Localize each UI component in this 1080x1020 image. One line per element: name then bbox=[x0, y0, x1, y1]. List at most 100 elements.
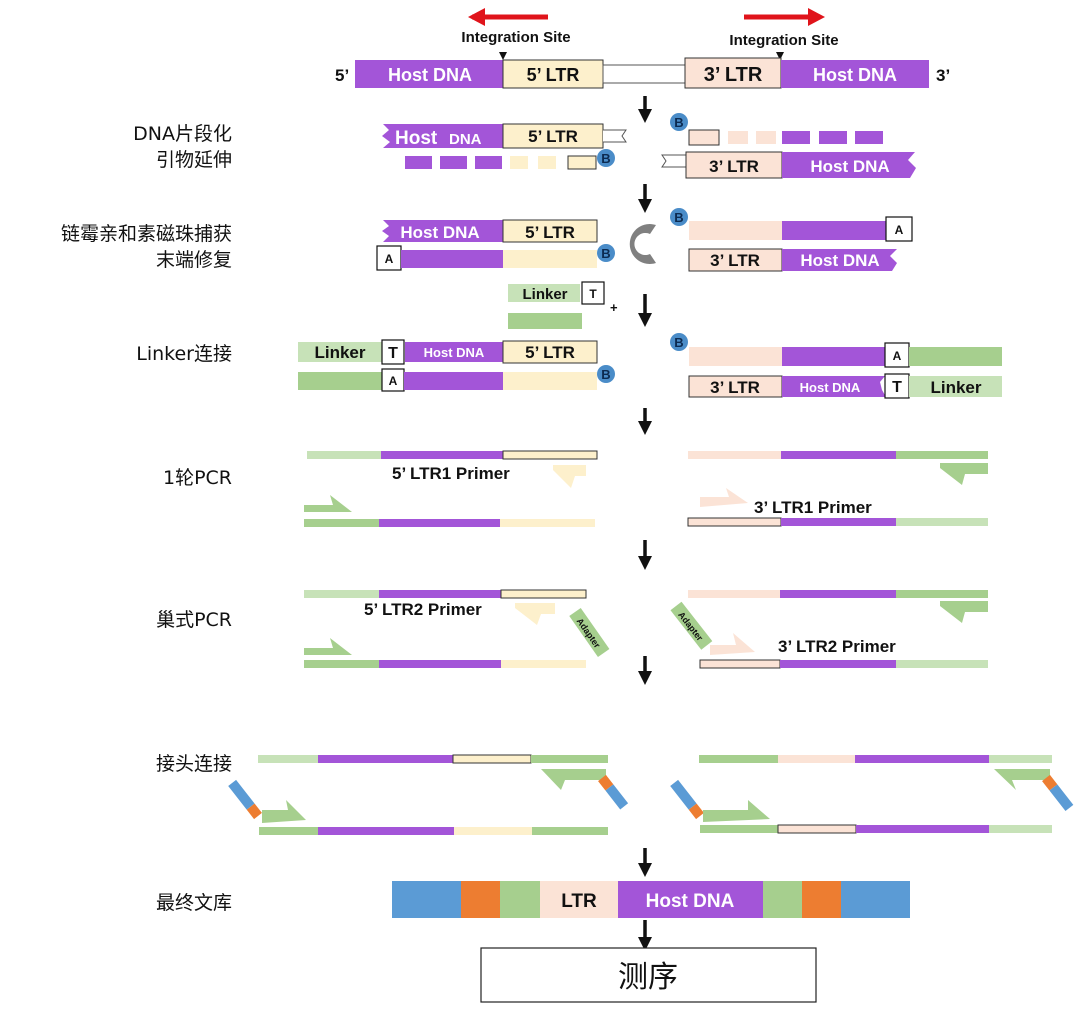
primer-arrow-icon bbox=[553, 465, 586, 488]
ltr5-segment bbox=[502, 123, 604, 149]
primer-extension-fragments bbox=[405, 155, 597, 170]
step-label-streptavidin-capture: 链霉亲和素磁珠捕获 bbox=[61, 223, 232, 245]
ltr3-label: 3’ LTR bbox=[710, 251, 760, 270]
base-t-label: T bbox=[589, 287, 597, 301]
ltr3-strand bbox=[778, 755, 855, 763]
a-overhang-box bbox=[376, 245, 402, 271]
ltr2-primer-3-label: 3’ LTR2 Primer bbox=[778, 637, 896, 656]
linker-strand bbox=[307, 451, 381, 459]
dna-label: DNA bbox=[449, 131, 482, 148]
linker-label: Linker bbox=[314, 343, 365, 362]
host-label: Host bbox=[395, 128, 438, 149]
ltr1-primer-3-label: 3’ LTR1 Primer bbox=[754, 498, 872, 517]
primer-arrow-icon bbox=[304, 495, 352, 512]
host-dna-block bbox=[618, 881, 763, 918]
host-dna-strand bbox=[405, 342, 503, 362]
red-arrowhead-right-icon bbox=[808, 8, 825, 26]
linker-strand bbox=[259, 827, 318, 835]
integration-site-marker-icon bbox=[776, 52, 784, 60]
ltr3-strand bbox=[699, 659, 781, 669]
step-label-final-library: 最终文库 bbox=[156, 892, 232, 914]
biotin-label: B bbox=[674, 335, 683, 350]
linker-strand bbox=[896, 451, 988, 459]
linker-strand bbox=[531, 755, 608, 763]
host-dna-label: Host DNA bbox=[424, 345, 485, 360]
capture-left: Host DNA 5’ LTR A B bbox=[376, 219, 615, 271]
host-dna-strand bbox=[782, 347, 885, 366]
extension-fragment bbox=[728, 131, 748, 144]
flowcell-adapter-3 bbox=[841, 881, 910, 918]
linker-strand bbox=[532, 827, 608, 835]
base-a-label: A bbox=[385, 252, 394, 266]
t-overhang-box bbox=[581, 281, 605, 305]
host-dna-strand bbox=[404, 372, 503, 390]
t-overhang-box bbox=[381, 339, 405, 365]
provirus-stub bbox=[603, 129, 627, 143]
adapter-tag bbox=[670, 779, 704, 820]
host-dna-strand bbox=[379, 590, 501, 598]
adapter-bar bbox=[670, 601, 713, 650]
extension-fragment bbox=[782, 131, 810, 144]
step-labels: DNA片段化 引物延伸 链霉亲和素磁珠捕获 末端修复 Linker连接 1轮PC… bbox=[61, 123, 232, 914]
step-label-adapter-ligation: 接头连接 bbox=[156, 753, 232, 775]
final-library-construct: LTR Host DNA bbox=[392, 881, 910, 918]
primer-arrow-icon bbox=[304, 638, 352, 655]
primer-arrow-icon bbox=[515, 603, 555, 625]
primer-arrow-icon bbox=[940, 601, 988, 623]
fragmentation-right: B 3’ LTR Host DNA bbox=[661, 113, 916, 179]
host-dna-label: Host DNA bbox=[800, 380, 861, 395]
biotin-icon bbox=[670, 333, 688, 351]
linker-strand bbox=[508, 284, 580, 302]
base-a-label: A bbox=[893, 349, 902, 363]
ltr3-label: 3’ LTR bbox=[710, 378, 760, 397]
five-prime-end: 5’ bbox=[335, 66, 349, 85]
ltr5-label: 5’ LTR bbox=[527, 65, 580, 85]
linker-strand bbox=[508, 313, 582, 329]
provirus-genome: Integration Site Integration Site 5’ Hos… bbox=[335, 8, 950, 89]
linker-reagent: Linker T + bbox=[508, 281, 618, 329]
biotin-icon bbox=[597, 244, 615, 262]
linker-label: Linker bbox=[930, 378, 981, 397]
ltr3-strand bbox=[687, 517, 782, 527]
host-dna-strand bbox=[781, 451, 896, 459]
linker-strand bbox=[304, 660, 379, 668]
extension-fragment bbox=[756, 131, 776, 144]
step-label-fragmentation: DNA片段化 bbox=[133, 123, 232, 145]
adapter-flowcell bbox=[1049, 784, 1074, 812]
linker-strand bbox=[896, 590, 988, 598]
ltr5-strand bbox=[454, 827, 532, 835]
host-dna-fragment bbox=[782, 376, 886, 397]
linker-ligation-left: Linker T Host DNA 5’ LTR A B bbox=[298, 339, 615, 392]
host-dna-strand bbox=[318, 827, 454, 835]
ltr3-segment bbox=[685, 151, 783, 179]
host-dna-strand bbox=[381, 451, 503, 459]
biotin-primer bbox=[688, 129, 720, 146]
extension-fragment bbox=[855, 131, 883, 144]
host-dna-label: Host DNA bbox=[800, 251, 879, 270]
host-dna-label: Host DNA bbox=[400, 223, 479, 242]
biotin-primer bbox=[567, 155, 597, 170]
adapter-tag bbox=[228, 779, 262, 820]
extension-fragment bbox=[440, 156, 467, 169]
host-dna-fragment bbox=[782, 249, 897, 271]
ltr5-label: 5’ LTR bbox=[525, 343, 575, 362]
host-dna-label: Host DNA bbox=[813, 65, 897, 85]
ltr3-strand bbox=[777, 824, 857, 834]
host-dna-label: Host DNA bbox=[810, 157, 889, 176]
ltr5-segment bbox=[502, 219, 598, 243]
ltr3-strand bbox=[688, 590, 780, 598]
linker-strand bbox=[896, 660, 988, 668]
biotin-icon bbox=[670, 208, 688, 226]
sequencing-box: 测序 bbox=[480, 947, 817, 1003]
biotin-label: B bbox=[601, 151, 610, 166]
primer-arrow-icon bbox=[262, 800, 306, 823]
biotin-icon bbox=[597, 149, 615, 167]
ltr3-label: 3’ LTR bbox=[709, 157, 759, 176]
adapter-bar bbox=[569, 607, 610, 657]
biotin-icon bbox=[670, 113, 688, 131]
host-dna-segment bbox=[781, 60, 929, 88]
linker-ligation-right: B A 3’ LTR Host DNA T Linker bbox=[670, 333, 1002, 399]
step-label-nested-pcr: 巢式PCR bbox=[156, 609, 232, 631]
host-dna-strand bbox=[782, 221, 886, 240]
